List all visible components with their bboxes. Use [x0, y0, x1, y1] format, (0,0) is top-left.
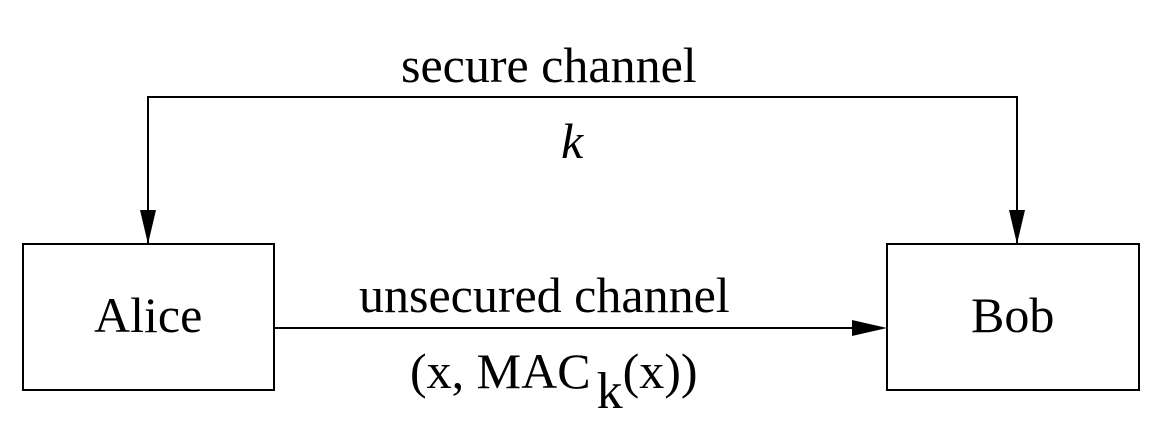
secure-arrow-bob [1009, 210, 1025, 244]
unsecured-arrow-bob [852, 320, 887, 336]
message-subscript: k [596, 363, 623, 420]
unsecured-channel-label: unsecured channel [359, 267, 730, 323]
secure-channel-line [147, 96, 1018, 244]
secure-key-label: k [561, 113, 584, 169]
bob-box [886, 243, 1140, 391]
message-prefix: (x, MAC [410, 343, 591, 399]
alice-box [22, 243, 275, 391]
secure-channel-label: secure channel [401, 37, 697, 93]
bob-label: Bob [971, 287, 1055, 343]
alice-label: Alice [94, 287, 203, 343]
message-suffix: (x)) [622, 343, 698, 399]
secure-arrow-alice [140, 210, 156, 244]
